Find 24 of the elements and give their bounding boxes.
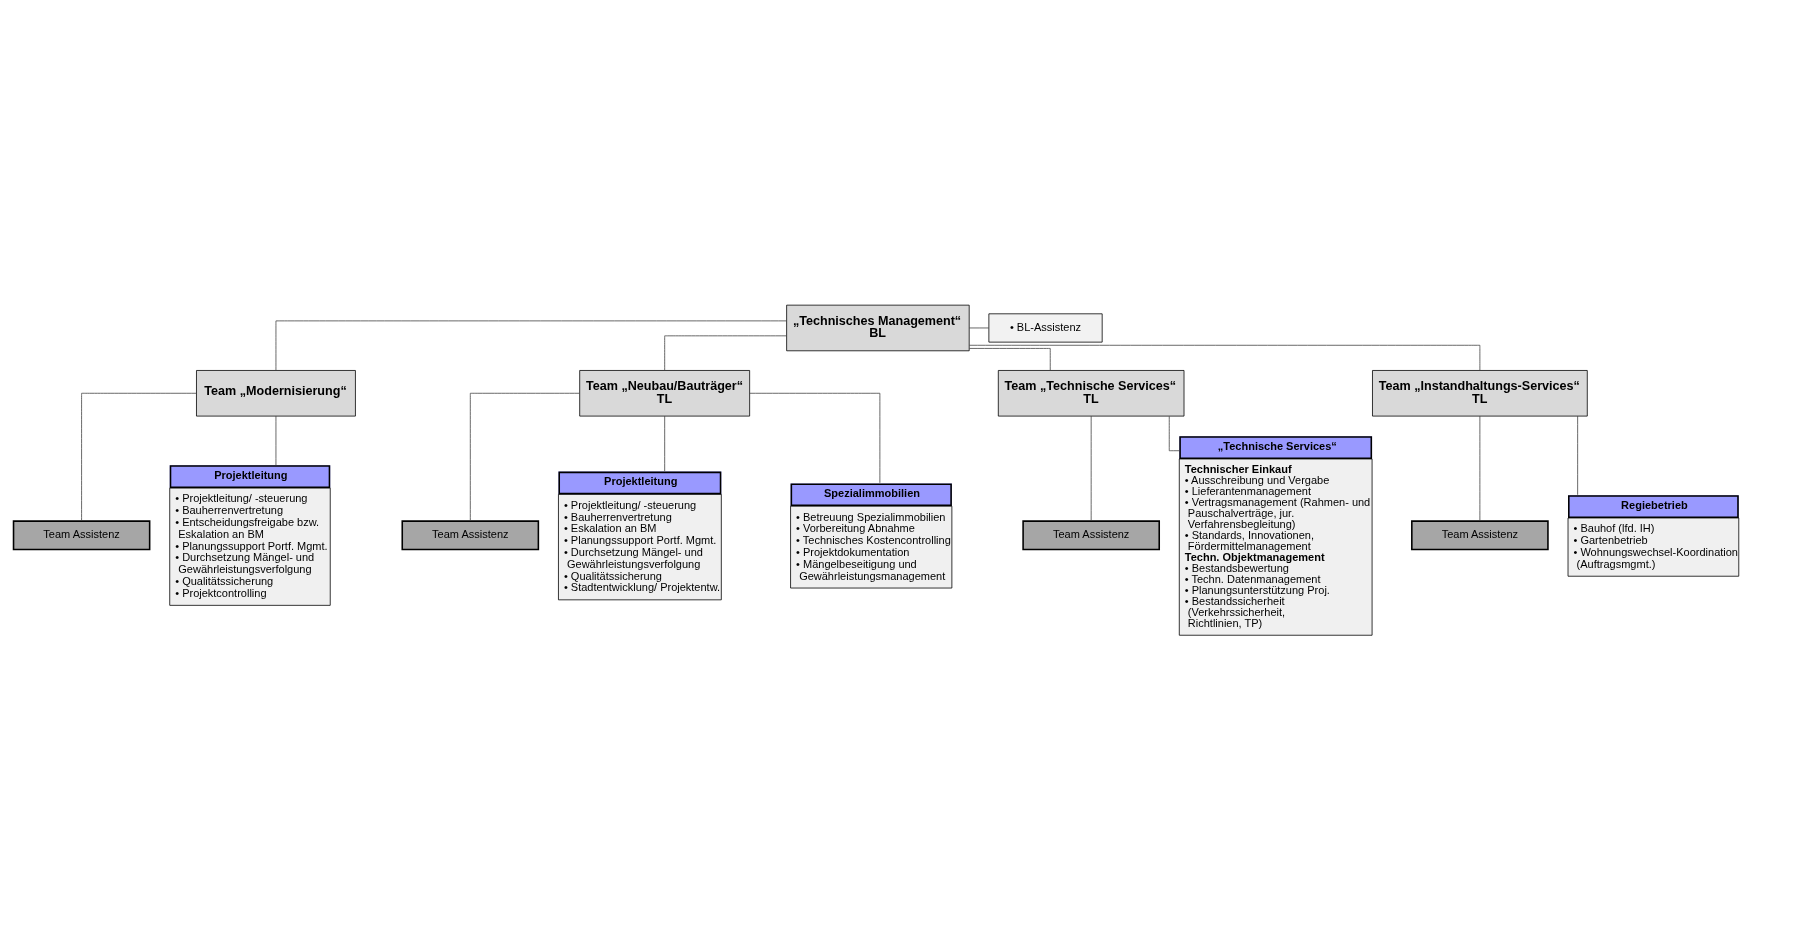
node-box: „Technisches Management“ BL <box>786 304 970 352</box>
connector <box>664 335 787 371</box>
connector <box>1090 415 1092 522</box>
node-box: Team „Instandhaltungs-Services“ TL <box>1372 370 1588 417</box>
connector <box>469 392 580 522</box>
node-box: Team „Modernisierung“ <box>196 370 356 417</box>
connector <box>968 327 990 329</box>
connector <box>749 392 881 484</box>
node-box: Team Assistenz <box>12 520 151 551</box>
node-box: Team „Neubau/Bauträger“ TL <box>579 370 751 417</box>
node-box: Team „Technische Services“ TL <box>997 370 1185 417</box>
connector <box>275 320 787 371</box>
node-box: • BL-Assistenz <box>988 313 1103 343</box>
node-box: Team Assistenz <box>1411 520 1549 551</box>
connector <box>968 344 1481 371</box>
connector <box>1479 415 1481 522</box>
node-box: Team Assistenz <box>1022 520 1160 551</box>
connector <box>1577 415 1579 496</box>
connector <box>1168 415 1180 452</box>
connector <box>969 348 1051 371</box>
connector <box>81 392 197 522</box>
connector <box>275 415 277 466</box>
connector <box>664 415 666 472</box>
node-box: Team Assistenz <box>401 520 540 551</box>
